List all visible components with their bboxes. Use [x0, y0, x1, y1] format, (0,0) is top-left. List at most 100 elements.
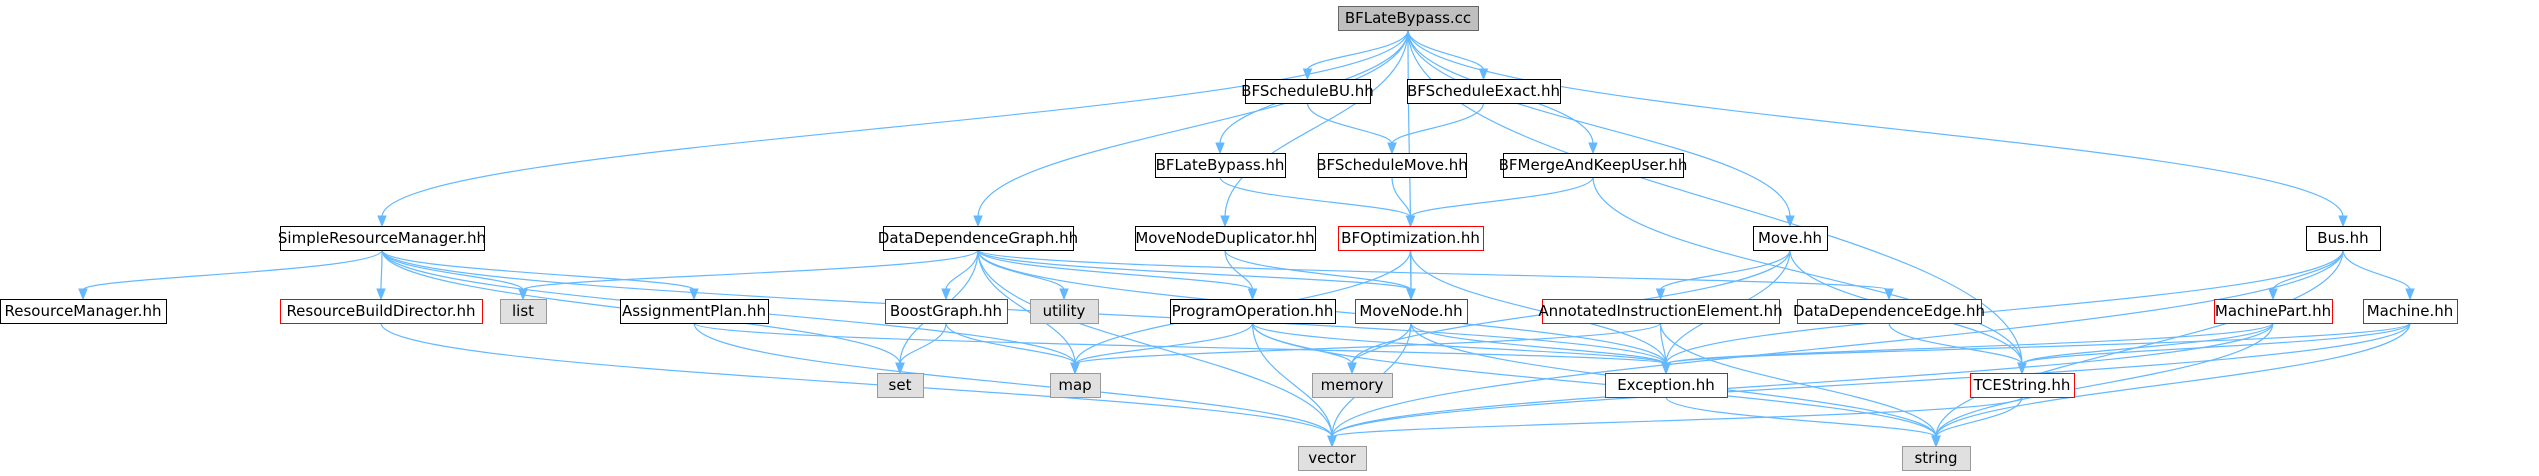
edge-srm-to-list [381, 249, 524, 291]
edge-srm-to-exc [381, 249, 1667, 365]
node-label-ap: AssignmentPlan.hh [622, 302, 766, 320]
edge-aie-to-exc [1659, 322, 1667, 365]
arrowhead-move-to-aie [1655, 288, 1666, 301]
arrowhead-machine-to-exc [1661, 362, 1671, 375]
arrowhead-bus-to-machine [2405, 288, 2415, 301]
edge-layer [78, 29, 2415, 448]
node-rm[interactable]: ResourceManager.hh [0, 299, 167, 324]
node-box-schedex [1407, 79, 1561, 104]
node-box-mnd [1135, 226, 1316, 251]
node-box-map [1050, 373, 1101, 398]
edge-mp-to-string [1935, 322, 2274, 438]
node-box-tce [1970, 373, 2075, 398]
arrowhead-machine-to-tce [2017, 362, 2027, 375]
arrowhead-schedex-to-schedmove [1387, 142, 1397, 155]
node-box-memory [1312, 373, 1393, 398]
edge-po-to-exc [1251, 322, 1667, 365]
node-ddg[interactable]: DataDependenceGraph.hh [878, 226, 1078, 251]
edge-bus-to-exc [1665, 249, 2344, 365]
node-map: map [1050, 373, 1101, 398]
edge-machine-to-exc [1665, 322, 2411, 365]
node-tce[interactable]: TCEString.hh [1970, 373, 2075, 398]
node-box-aie [1542, 299, 1780, 324]
edge-root-to-bus [1407, 29, 2344, 218]
node-box-dde [1797, 299, 1982, 324]
node-machine[interactable]: Machine.hh [2363, 299, 2458, 324]
node-box-po [1170, 299, 1336, 324]
node-label-memory: memory [1321, 376, 1384, 394]
edge-tce-to-vector [1331, 396, 2023, 438]
node-ap[interactable]: AssignmentPlan.hh [620, 299, 769, 324]
edge-ddg-to-dde [977, 249, 1890, 291]
node-label-string: string [1914, 449, 1957, 467]
node-move[interactable]: Move.hh [1753, 226, 1828, 251]
node-box-exc [1605, 373, 1728, 398]
node-schedbu[interactable]: BFScheduleBU.hh [1241, 79, 1374, 104]
edge-root-to-move [1407, 29, 1791, 218]
node-rbd[interactable]: ResourceBuildDirector.hh [280, 299, 483, 324]
node-dde[interactable]: DataDependenceEdge.hh [1793, 299, 1985, 324]
edge-ddg-to-po [977, 249, 1254, 291]
node-label-list: list [512, 302, 534, 320]
node-label-schedbu: BFScheduleBU.hh [1241, 82, 1374, 100]
edge-ap-to-exc [693, 322, 1667, 365]
node-label-aie: AnnotatedInstructionElement.hh [1538, 302, 1782, 320]
arrowhead-tce-to-vector [1327, 435, 1337, 448]
edge-ddg-to-mn [977, 249, 1412, 291]
node-srm[interactable]: SimpleResourceManager.hh [278, 226, 486, 251]
node-label-root: BFLateBypass.cc [1345, 9, 1471, 27]
node-schedex[interactable]: BFScheduleExact.hh [1407, 79, 1561, 104]
edge-ddg-to-list [522, 249, 979, 291]
edge-mergekeep-to-bfopt [1409, 176, 1594, 218]
node-label-bus: Bus.hh [2317, 229, 2368, 247]
node-schedmove[interactable]: BFScheduleMove.hh [1316, 153, 1468, 178]
node-label-schedmove: BFScheduleMove.hh [1316, 156, 1468, 174]
node-mn[interactable]: MoveNode.hh [1355, 299, 1468, 324]
edge-mp-to-vector [1331, 322, 2274, 438]
node-box-rm [0, 299, 167, 324]
node-bus[interactable]: Bus.hh [2306, 226, 2381, 251]
edge-bg-to-set [899, 322, 947, 365]
node-root[interactable]: BFLateBypass.cc [1338, 6, 1479, 31]
node-set: set [877, 373, 924, 398]
arrowhead-root-to-bus [2338, 215, 2348, 228]
node-exc[interactable]: Exception.hh [1605, 373, 1728, 398]
edge-po-to-vector [1251, 322, 1333, 438]
node-box-ddg [883, 226, 1074, 251]
edge-bfopt-to-exc [1409, 249, 1667, 365]
edge-root-to-schedbu [1306, 29, 1409, 71]
node-label-machine: Machine.hh [2367, 302, 2454, 320]
node-label-vector: vector [1308, 449, 1356, 467]
edge-machine-to-string [1935, 322, 2411, 438]
node-box-bfopt [1338, 226, 1484, 251]
arrowhead-root-to-srm [377, 215, 387, 228]
node-box-vector [1298, 446, 1367, 471]
arrowhead-tce-to-string [1931, 435, 1941, 448]
node-bfopt[interactable]: BFOptimization.hh [1338, 226, 1484, 251]
node-box-latebypass [1155, 153, 1286, 178]
node-po[interactable]: ProgramOperation.hh [1170, 299, 1336, 324]
node-latebypass[interactable]: BFLateBypass.hh [1155, 153, 1286, 178]
edge-bus-to-vector [1331, 249, 2344, 438]
edge-po-to-map [1074, 322, 1254, 365]
node-mnd[interactable]: MoveNodeDuplicator.hh [1135, 226, 1316, 251]
edge-latebypass-to-bfopt [1219, 176, 1412, 218]
edge-aie-to-map [1074, 322, 1662, 365]
node-bg[interactable]: BoostGraph.hh [885, 299, 1008, 324]
arrowhead-bg-to-set [895, 362, 905, 375]
node-label-srm: SimpleResourceManager.hh [278, 229, 486, 247]
node-aie[interactable]: AnnotatedInstructionElement.hh [1538, 299, 1783, 324]
node-label-bg: BoostGraph.hh [890, 302, 1002, 320]
edge-bus-to-string [1935, 249, 2344, 438]
node-label-po: ProgramOperation.hh [1172, 302, 1334, 320]
node-label-mnd: MoveNodeDuplicator.hh [1135, 229, 1314, 247]
node-list: list [500, 299, 547, 324]
arrowhead-ddg-to-bg [941, 288, 951, 301]
arrowhead-root-to-mergekeep [1588, 142, 1598, 155]
node-string: string [1902, 446, 1971, 471]
node-mp[interactable]: MachinePart.hh [2214, 299, 2333, 324]
node-label-dde: DataDependenceEdge.hh [1793, 302, 1985, 320]
node-mergekeep[interactable]: BFMergeAndKeepUser.hh [1499, 153, 1688, 178]
node-box-machine [2363, 299, 2458, 324]
